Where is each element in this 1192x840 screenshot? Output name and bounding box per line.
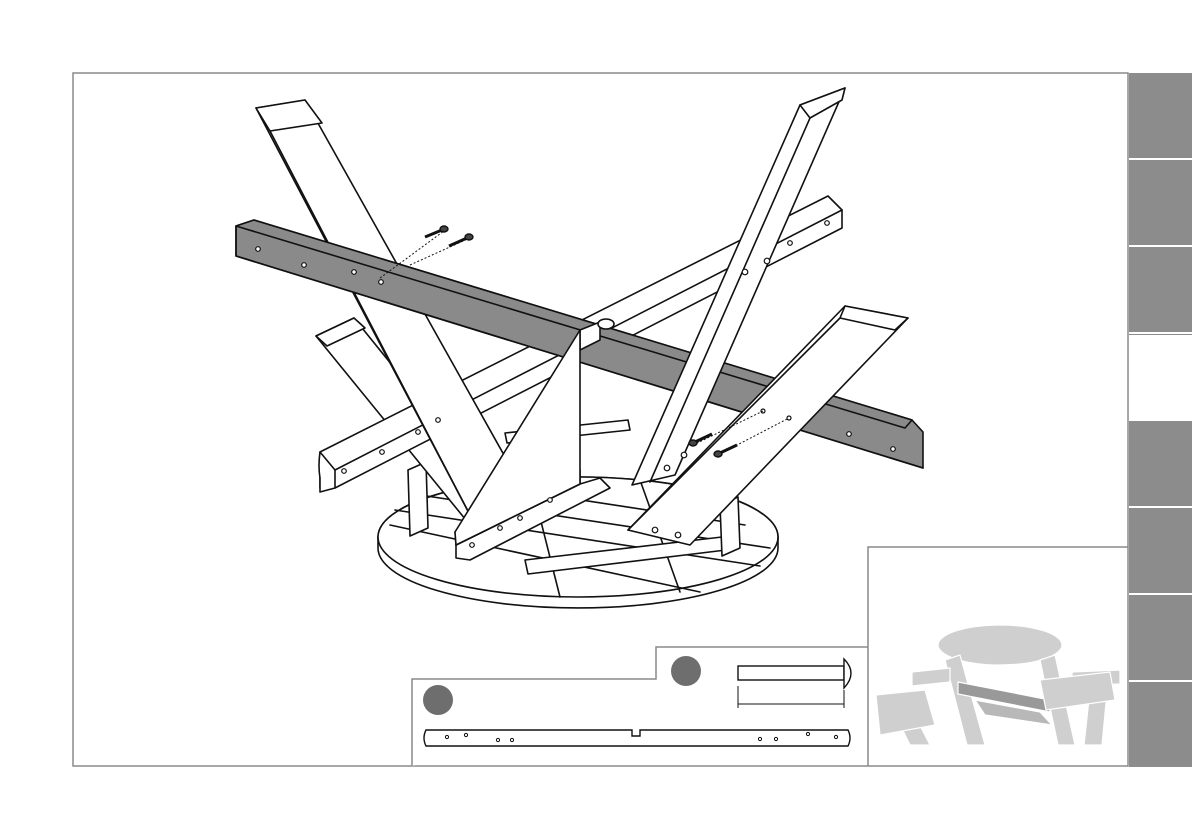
parts-box [412,647,868,766]
bolt-callout-circle-icon [671,656,701,686]
cross-beam-part-icon [424,730,850,746]
part-callout-circle-icon [423,685,453,715]
picnic-table-preview-icon [876,625,1120,745]
carriage-bolt-icon [738,659,851,708]
